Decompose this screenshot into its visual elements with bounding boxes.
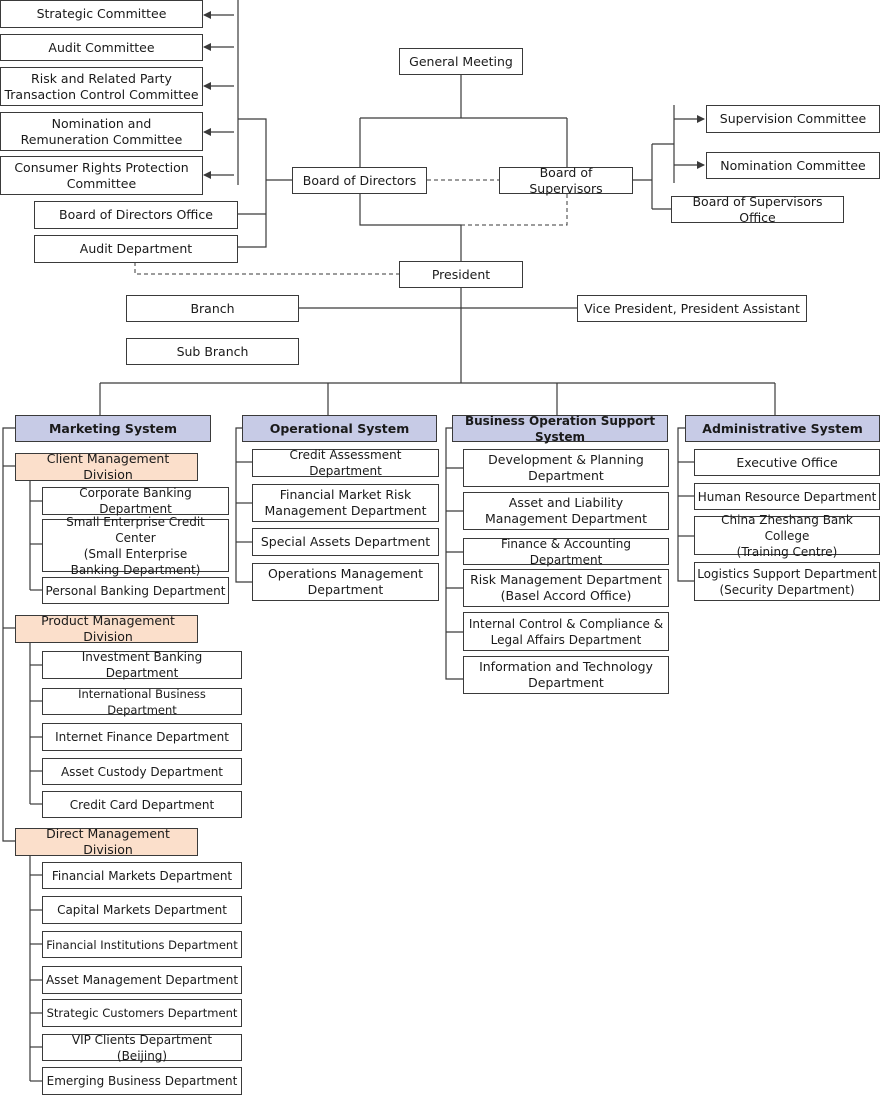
operational-bus	[235, 427, 252, 583]
audit-department-box: Audit Department	[34, 235, 238, 263]
product-department-box: Internet Finance Department	[42, 723, 242, 751]
board-of-supervisors-box: Board of Supervisors	[499, 165, 633, 196]
support-department-box: Internal Control & Compliance & Legal Af…	[463, 612, 669, 651]
client-department-box: Personal Banking Department	[42, 577, 229, 604]
operational-system-box: Operational System	[242, 415, 437, 442]
direct-department-box: Financial Markets Department	[42, 862, 242, 889]
support-department-box: Risk Management Department (Basel Accord…	[463, 569, 669, 607]
support-department-box: Development & Planning Department	[463, 449, 669, 487]
supervision-committee-box: Supervision Committee	[706, 105, 880, 133]
support-bus	[445, 427, 463, 680]
branch-box: Branch	[126, 295, 299, 322]
product-department-box: Asset Custody Department	[42, 758, 242, 785]
direct-department-box: Capital Markets Department	[42, 896, 242, 924]
president-box: President	[399, 261, 523, 288]
supervisors-president-dashed-link	[461, 194, 568, 226]
vice-president-box: Vice President, President Assistant	[577, 295, 807, 322]
direct-department-box: Asset Management Department	[42, 966, 242, 994]
administrative-department-box: Logistics Support Department (Security D…	[694, 562, 880, 601]
direct-department-box: Financial Institutions Department	[42, 931, 242, 958]
risk-related-party-committee-box: Risk and Related Party Transaction Contr…	[0, 67, 203, 106]
client-management-division-box: Client Management Division	[15, 451, 198, 482]
operational-department-box: Operations Management Department	[252, 563, 439, 601]
operational-department-box: Financial Market Risk Management Departm…	[252, 484, 439, 522]
product-management-division-box: Product Management Division	[15, 613, 198, 644]
support-department-box: Asset and Liability Management Departmen…	[463, 492, 669, 530]
support-department-box: Finance & Accounting Department	[463, 537, 669, 567]
operational-department-box: Credit Assessment Department	[252, 448, 439, 478]
general-meeting-box: General Meeting	[399, 48, 523, 75]
board-of-directors-box: Board of Directors	[292, 167, 427, 194]
direct-department-box: Strategic Customers Department	[42, 999, 242, 1027]
support-department-box: Information and Technology Department	[463, 656, 669, 694]
administrative-department-box: Executive Office	[694, 449, 880, 476]
sub-branch-box: Sub Branch	[126, 338, 299, 365]
client-department-box: Corporate Banking Department	[42, 486, 229, 516]
board-office-bracket	[238, 118, 267, 248]
nomination-committee-box: Nomination Committee	[706, 152, 880, 179]
business-operation-support-system-box: Business Operation Support System	[452, 414, 668, 444]
board-of-supervisors-office-box: Board of Supervisors Office	[671, 194, 844, 225]
consumer-rights-committee-box: Consumer Rights Protection Committee	[0, 156, 203, 195]
administrative-department-box: Human Resource Department	[694, 483, 880, 510]
direct-department-box: Emerging Business Department	[42, 1067, 242, 1095]
administrative-department-box: China Zheshang Bank College (Training Ce…	[694, 513, 880, 559]
nomination-remuneration-committee-box: Nomination and Remuneration Committee	[0, 112, 203, 151]
audit-committee-box: Audit Committee	[0, 34, 203, 61]
operational-department-box: Special Assets Department	[252, 528, 439, 556]
audit-president-dashed-link	[134, 262, 399, 275]
marketing-system-box: Marketing System	[15, 415, 211, 442]
product-department-box: Investment Banking Department	[42, 650, 242, 680]
board-to-president	[359, 194, 462, 261]
administrative-system-box: Administrative System	[685, 415, 880, 442]
direct-department-box: VIP Clients Department (Beijing)	[42, 1033, 242, 1063]
marketing-bus	[2, 427, 15, 842]
strategic-committee-box: Strategic Committee	[0, 0, 203, 28]
product-department-box: International Business Department	[42, 687, 242, 717]
administrative-bus	[677, 427, 694, 582]
direct-management-division-box: Direct Management Division	[15, 826, 198, 857]
client-department-box: Small Enterprise Credit Center (Small En…	[42, 515, 229, 577]
product-department-box: Credit Card Department	[42, 791, 242, 818]
board-of-directors-office-box: Board of Directors Office	[34, 201, 238, 229]
